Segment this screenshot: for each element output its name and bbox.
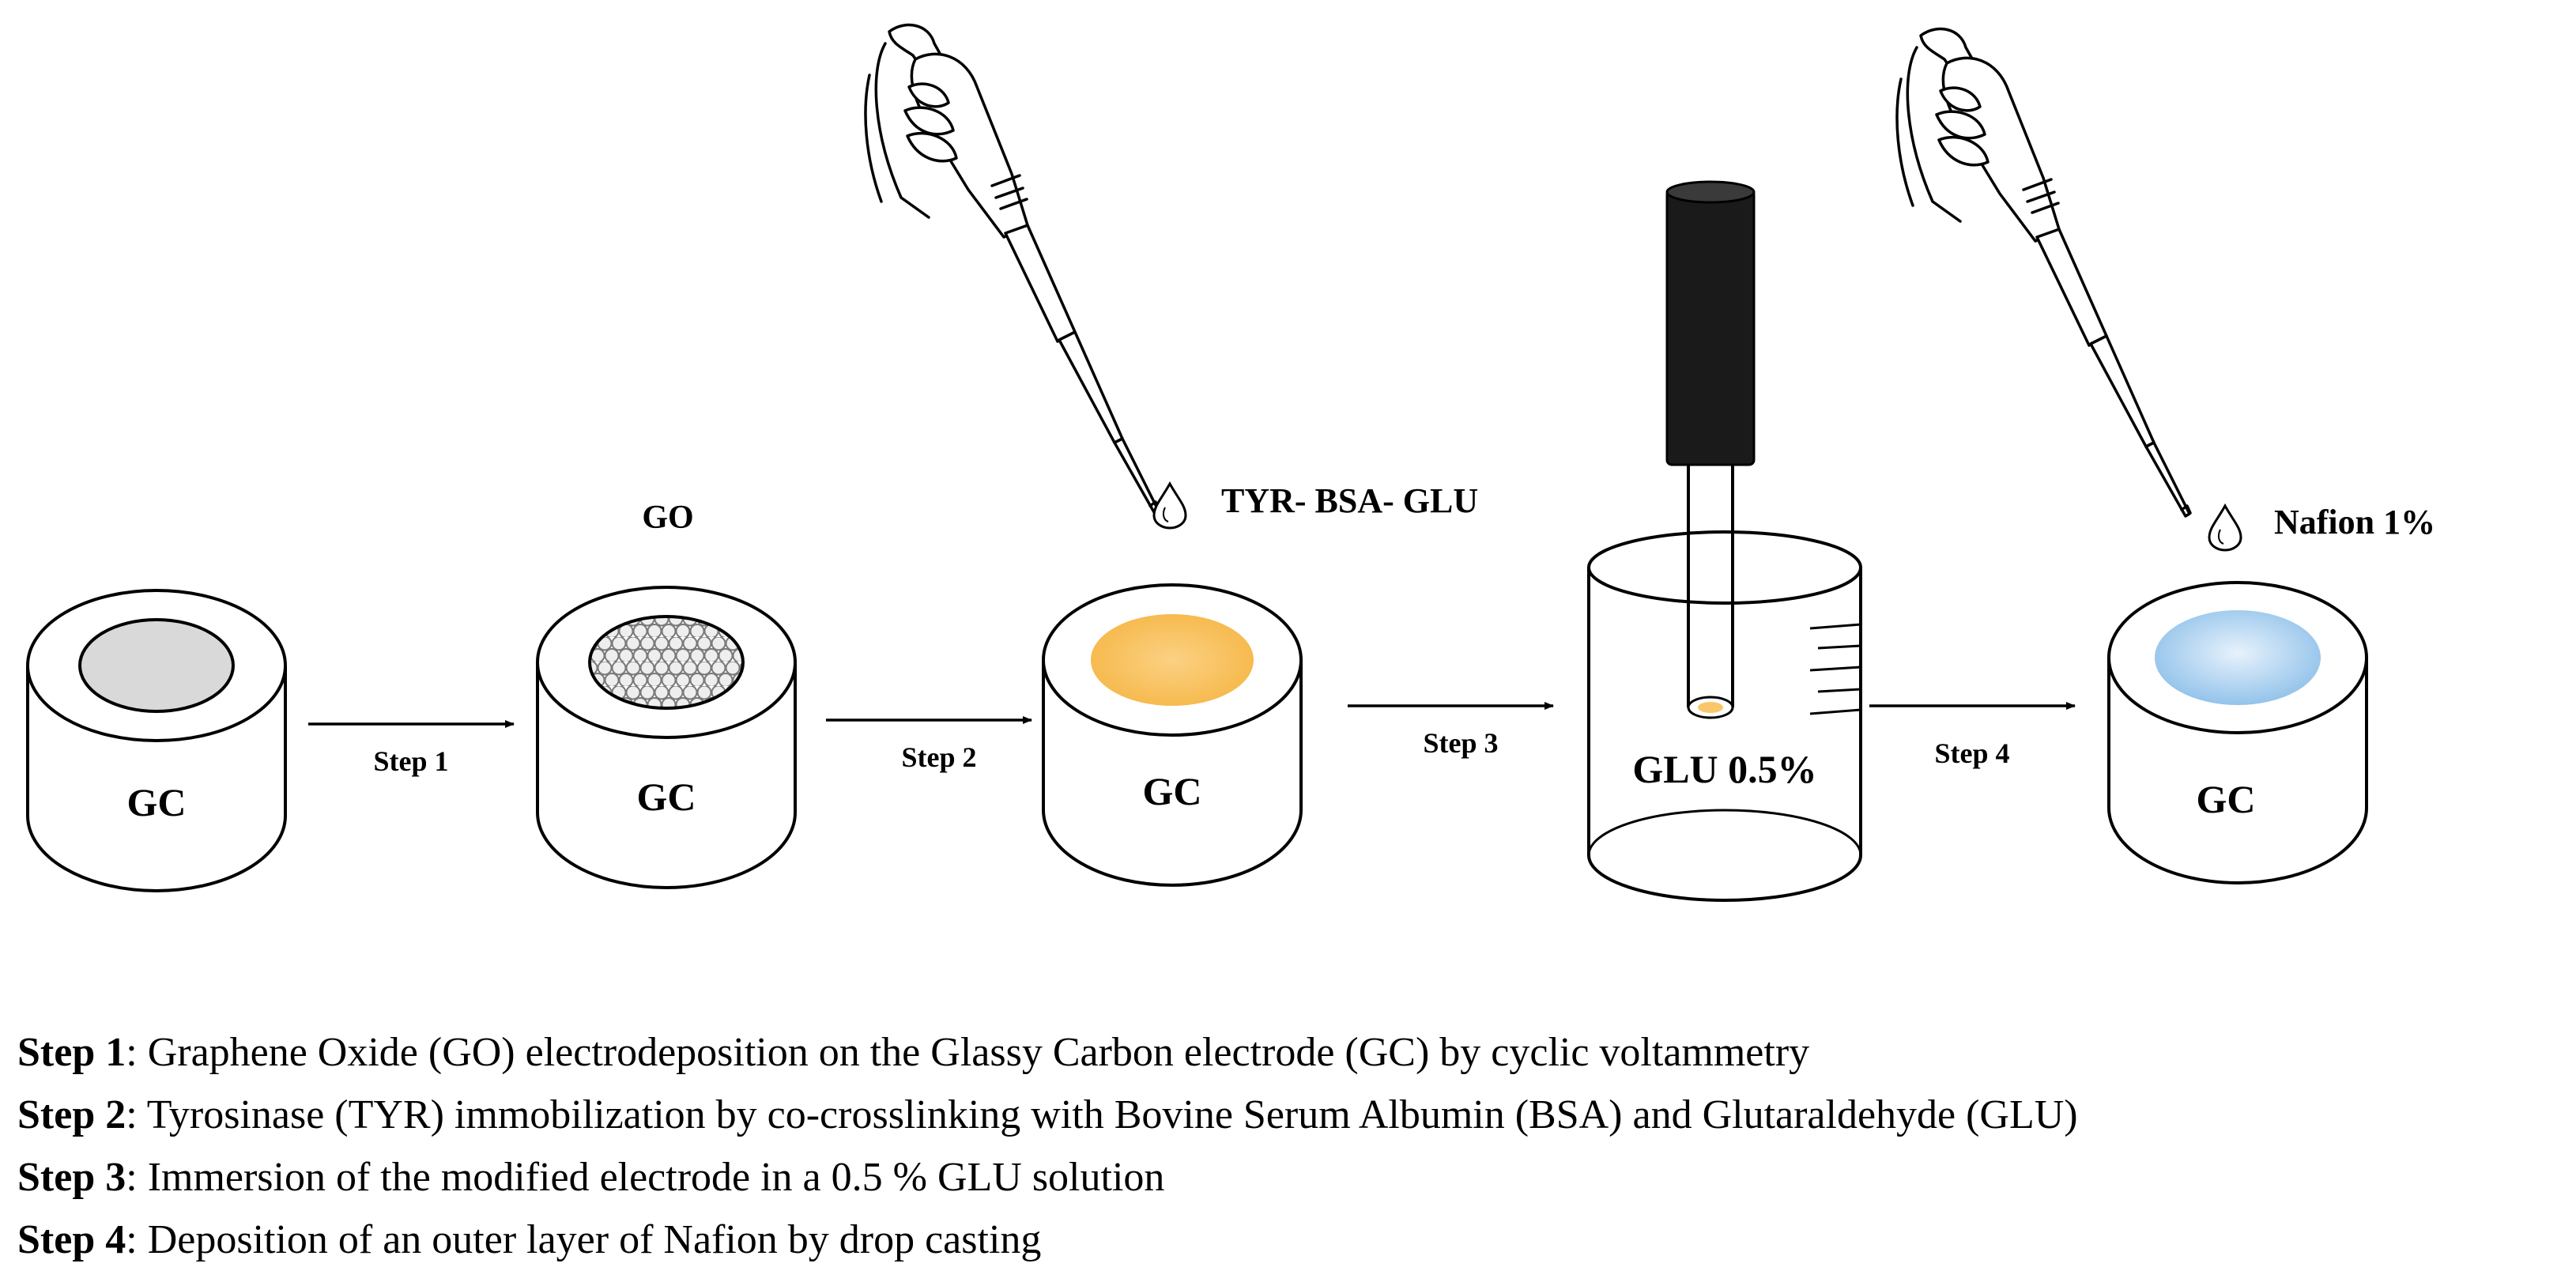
electrode-go-gc: GO GC [536,500,797,889]
electrode-label-2: GC [637,775,696,819]
nafion-layer [2155,610,2321,705]
svg-text:Step 4: Step 4 [1934,737,2009,769]
go-label: GO [642,500,693,536]
tyr-bsa-glu-label: TYR- BSA- GLU [1221,481,1478,520]
legend-step-2: Step 2: Tyrosinase (TYR) immobilization … [17,1084,2570,1146]
legend-step-3-title: Step 3 [17,1155,126,1200]
legend-step-3-text: : Immersion of the modified electrode in… [126,1155,1165,1200]
electrode-nafion-gc: GC [2107,581,2368,884]
arrow-step-3: Step 3 [1348,702,1554,759]
electrode-label-1: GC [127,780,187,824]
legend-step-1-title: Step 1 [17,1030,126,1075]
beaker: GLU 0.5% [1587,530,1862,902]
legend-step-1: Step 1: Graphene Oxide (GO) electrodepos… [17,1021,2570,1084]
bare-electrode-surface [78,618,235,713]
electrode-label-4: GC [2197,777,2256,821]
steps-legend: Step 1: Graphene Oxide (GO) electrodepos… [17,1021,2570,1271]
immersed-electrode [1665,180,1756,719]
arrow-step-4: Step 4 [1869,702,2076,769]
drop-1 [1152,481,1187,530]
electrode-label-3: GC [1143,769,1202,813]
legend-step-4-text: : Deposition of an outer layer of Nafion… [126,1217,1042,1262]
electrode-holder [1665,188,1756,466]
legend-step-4: Step 4: Deposition of an outer layer of … [17,1209,2570,1271]
enzyme-layer [1091,614,1254,706]
legend-step-2-text: : Tyrosinase (TYR) immobilization by co-… [126,1092,2078,1137]
svg-text:Step 2: Step 2 [901,741,976,773]
graphene-oxide-layer [588,615,745,710]
svg-text:Step 3: Step 3 [1423,727,1498,759]
svg-text:Step 1: Step 1 [373,745,448,777]
arrow-step-1: Step 1 [308,720,515,777]
legend-step-3: Step 3: Immersion of the modified electr… [17,1146,2570,1209]
legend-step-4-title: Step 4 [17,1217,126,1262]
drop-2 [2208,503,2242,552]
pipette-1 [864,23,1160,514]
electrode-bare-gc: GC [26,589,287,892]
legend-step-2-title: Step 2 [17,1092,126,1137]
electrode-tip-enzyme [1698,702,1723,713]
electrode-enzyme-gc: GC [1042,583,1303,887]
pipette-2 [1895,27,2192,518]
electrode-preparation-diagram: GC Step 1 GO GC Step 2 [26,23,2435,902]
nafion-label: Nafion 1% [2274,503,2435,541]
glu-solution-label: GLU 0.5% [1632,747,1816,791]
legend-step-1-text: : Graphene Oxide (GO) electrodeposition … [126,1030,1810,1075]
arrow-step-2: Step 2 [826,716,1032,773]
